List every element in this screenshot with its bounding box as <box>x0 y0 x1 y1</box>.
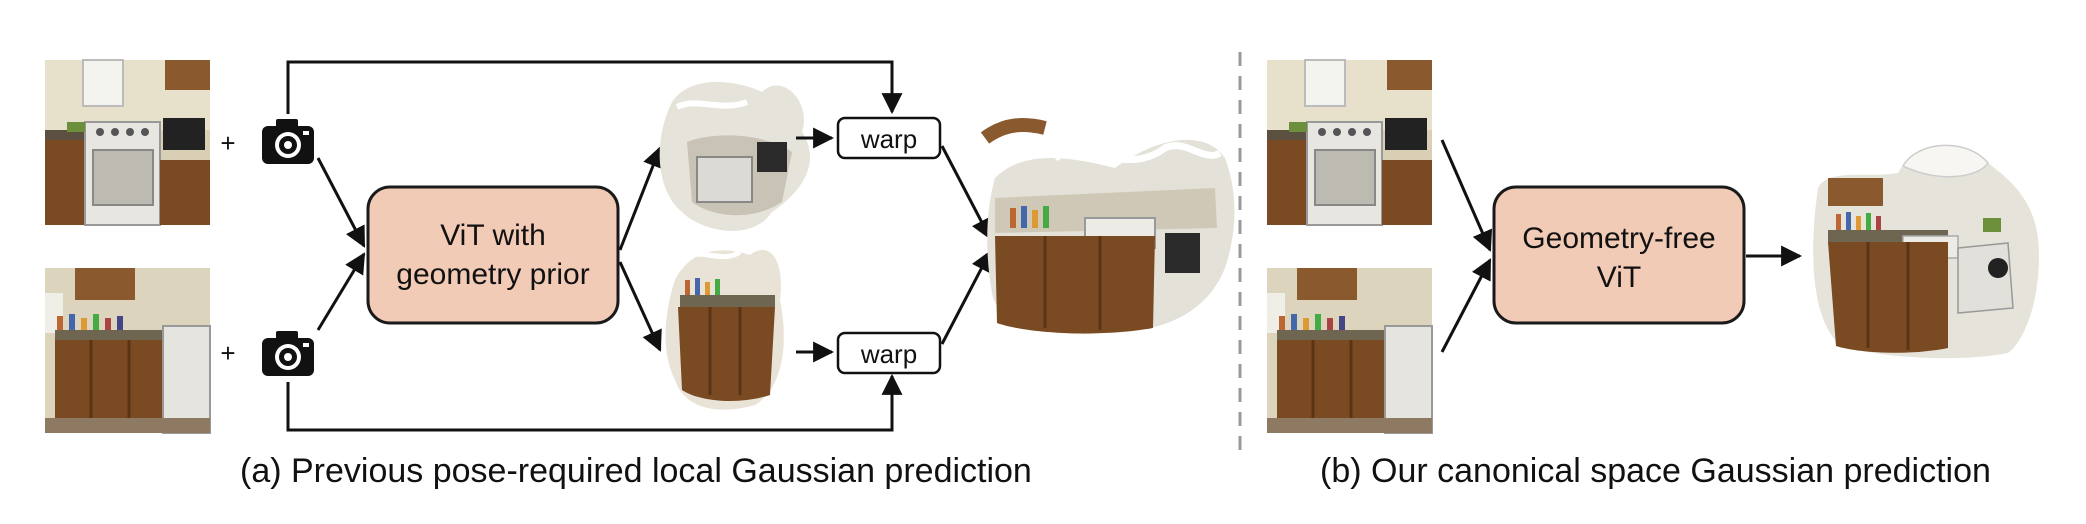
kitchen-photo-view-1-b <box>1266 59 1433 226</box>
geometry-free-vit-line1: Geometry-free <box>1522 222 1715 255</box>
skip-connection-bottom <box>286 373 903 432</box>
camera-icon-bottom <box>262 331 314 376</box>
skip-connection-top <box>286 60 903 115</box>
warp-label-bottom: warp <box>860 339 917 369</box>
caption-panel-a: (a) Previous pose-required local Gaussia… <box>240 452 1032 490</box>
merged-gaussian-render-a <box>980 118 1235 335</box>
arrow-vit-to-local-top <box>618 146 663 251</box>
kitchen-photo-view-2-b <box>1265 266 1434 435</box>
arrow-camera2-to-vit <box>316 252 366 331</box>
arrow-warp-top-to-merged <box>940 145 992 240</box>
warp-label-top: warp <box>860 124 917 154</box>
vit-geometry-prior-box <box>366 185 620 325</box>
kitchen-photo-view-1 <box>44 59 211 226</box>
camera-icon-top <box>262 119 314 164</box>
caption-panel-b: (b) Our canonical space Gaussian predict… <box>1320 452 1991 490</box>
kitchen-photo-view-2 <box>43 266 212 435</box>
local-gaussian-render-bottom <box>666 250 784 410</box>
vit-geometry-prior-line2: geometry prior <box>396 258 589 291</box>
vit-geometry-prior-line1: ViT with <box>440 219 546 252</box>
local-gaussian-render-top <box>660 82 810 231</box>
arrow-warp-bottom-to-merged <box>940 250 992 345</box>
geometry-free-vit-box <box>1492 185 1746 325</box>
arrow-view2-to-vit-b <box>1440 258 1492 353</box>
canonical-gaussian-render-b <box>1813 144 2039 359</box>
plus-sign-top: + <box>220 128 235 158</box>
warp-box-top <box>836 116 942 160</box>
arrow-camera1-to-vit <box>316 157 366 248</box>
arrow-view1-to-vit-b <box>1440 139 1493 252</box>
plus-sign-bottom: + <box>220 338 235 368</box>
arrow-vit-to-local-bottom <box>618 261 662 352</box>
warp-box-bottom <box>836 331 942 375</box>
geometry-free-vit-line2: ViT <box>1597 261 1641 294</box>
